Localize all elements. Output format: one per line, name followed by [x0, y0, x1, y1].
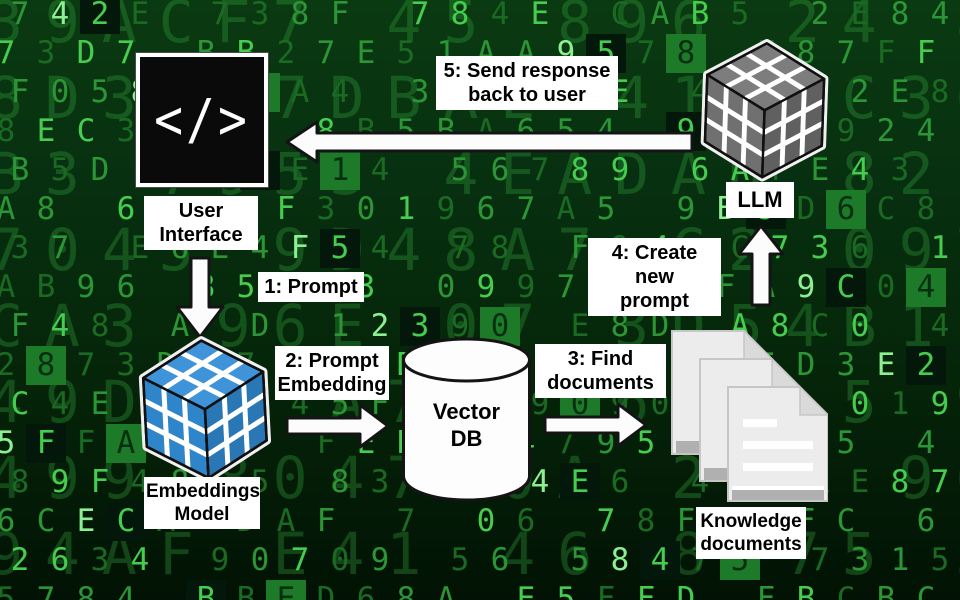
code-icon: </>	[154, 87, 250, 153]
vector-db-label: Vector DB	[432, 399, 501, 451]
embeddings-model-label: Embeddings Model	[144, 477, 260, 529]
arrow-step1-down-icon	[175, 256, 225, 339]
llm-label: LLM	[726, 182, 794, 218]
user-interface-label: User Interface	[144, 196, 258, 250]
llm-cube-icon	[700, 39, 829, 182]
document-page-front	[727, 385, 828, 502]
step2-prompt-embedding-label: 2: Prompt Embedding	[275, 346, 389, 400]
arrow-step2-right-icon	[285, 403, 390, 449]
step4-create-new-prompt-label: 4: Create new prompt	[588, 238, 721, 316]
arrow-step5-left-icon	[285, 120, 694, 164]
arrow-step4-up-icon	[737, 224, 785, 307]
documents-icon	[671, 329, 828, 502]
knowledge-documents-label: Knowledge documents	[696, 507, 806, 559]
step3-find-documents-label: 3: Find documents	[535, 344, 666, 398]
embeddings-cube-icon	[138, 336, 272, 483]
step5-send-response-label: 5: Send response back to user	[436, 56, 618, 110]
user-interface-label-line2: Interface	[159, 224, 243, 246]
vector-db-icon	[402, 337, 531, 502]
user-interface-label-line1: User	[178, 200, 224, 222]
user-interface-node: </>	[135, 52, 269, 188]
arrow-step3-right-icon	[543, 402, 648, 448]
step1-prompt-label: 1: Prompt	[258, 272, 364, 302]
